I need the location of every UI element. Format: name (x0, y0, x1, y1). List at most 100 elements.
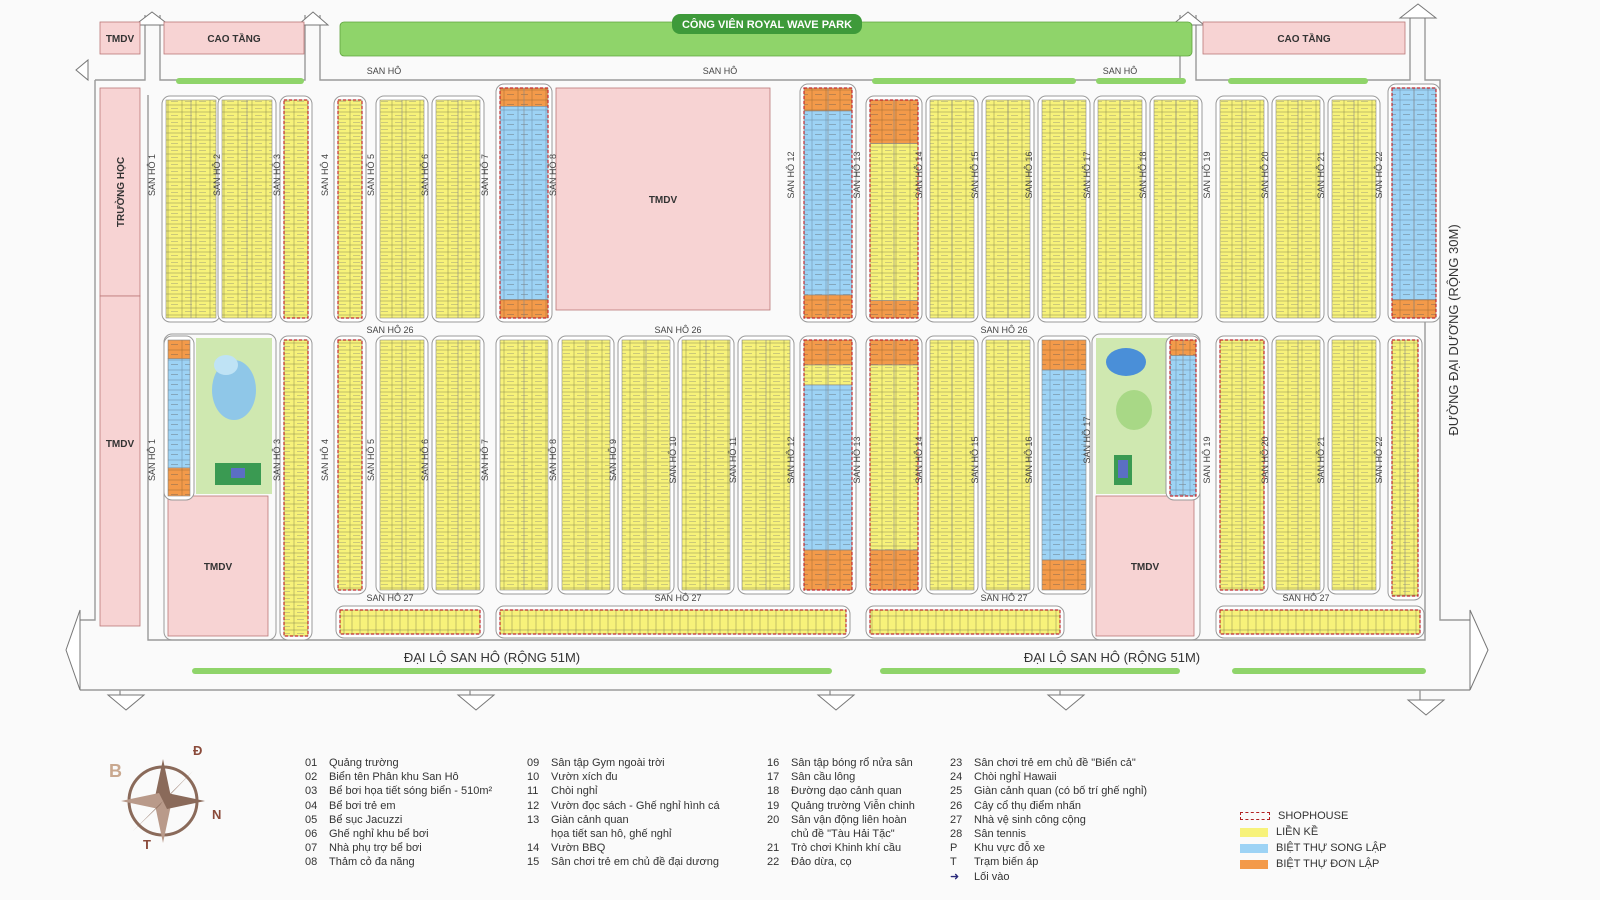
block-lower-12 (799, 335, 857, 595)
legend-text: Quảng trường (329, 757, 399, 769)
legend-item: 09 Sân tập Gym ngoài trời (527, 756, 720, 770)
tmdv-center-label: TMDV (649, 195, 678, 206)
legend-number: 26 (950, 799, 963, 812)
tmdv-left-block (99, 295, 141, 627)
block-upper-13 (865, 95, 923, 323)
legend-number: 10 (527, 771, 540, 784)
legend-number: 09 (527, 757, 540, 769)
cao-tang-left-block (163, 21, 305, 55)
block-upper-6 (431, 95, 485, 323)
column-label-10-lower: SAN HÔ 10 (668, 436, 678, 483)
legend-text: Sân chơi trẻ em chủ đề "Biển cả" (974, 757, 1136, 769)
legend-text: Bể bơi trẻ em (329, 799, 396, 812)
legend-number: 27 (950, 813, 963, 826)
column-label-3-upper: SAN HÔ 3 (272, 154, 282, 196)
block-upper-22 (1387, 83, 1441, 323)
legend-text: Chòi nghỉ Hawaii (974, 771, 1057, 784)
legend-number: 06 (305, 828, 318, 841)
block-lower-21 (1327, 335, 1381, 595)
legend-item: 04 Bể bơi trẻ em (305, 799, 492, 813)
legend-text: Sân cầu lông (791, 771, 856, 784)
legend-number: 17 (767, 771, 780, 784)
legend-text: Sân tập Gym ngoài trời (551, 757, 665, 769)
column-label-7-lower: SAN HÔ 7 (480, 439, 490, 481)
entry-arrows (65, 3, 1489, 716)
column-label-11-lower: SAN HÔ 11 (728, 437, 738, 483)
legend-number (767, 827, 787, 841)
legend-number: 02 (305, 771, 318, 784)
block-lower-5 (375, 335, 429, 595)
landscape-park-1 (196, 338, 272, 494)
block-lower-13 (865, 335, 923, 595)
street-bottom-3: SAN HÔ 27 (980, 593, 1027, 603)
strip-bottom-1 (335, 605, 485, 639)
key-item: BIỆT THỰ ĐƠN LẬP (1240, 856, 1386, 872)
column-label-14-upper: SAN HÔ 14 (914, 151, 924, 198)
green-strips (176, 78, 1426, 674)
compass-north-label: Đ (193, 743, 202, 758)
legend-item: 24 Chòi nghỉ Hawaii (950, 770, 1147, 784)
block-lower-11 (737, 335, 795, 595)
key-swatch (1240, 843, 1268, 853)
legend-number: 24 (950, 771, 963, 784)
legend-text: Vườn BBQ (551, 842, 606, 855)
tmdv-top-left-label: TMDV (106, 34, 135, 45)
block-upper-16 (1037, 95, 1091, 323)
column-label-15-upper: SAN HÔ 15 (970, 151, 980, 198)
key-item: LIỀN KỀ (1240, 824, 1386, 840)
legend-text: Bể bơi họa tiết sóng biển - 510m² (329, 785, 493, 798)
strip-bottom-3 (865, 605, 1065, 639)
tmdv-center-block (555, 87, 771, 311)
strip-bottom-4 (1215, 605, 1425, 639)
cao-tang-right-label: CAO TẦNG (1277, 32, 1331, 45)
street-mid-2: SAN HÔ 26 (654, 325, 701, 335)
legend-item: chủ đề "Tàu Hải Tặc" (767, 827, 915, 841)
key-swatch (1240, 812, 1270, 820)
block-upper-14 (925, 95, 979, 323)
block-lower-17 (1165, 335, 1201, 501)
legend-text: Ghế nghỉ khu bể bơi (329, 828, 429, 841)
street-top-mid: SAN HÔ (703, 66, 738, 76)
legend-text: Sân tập bóng rổ nửa sân (791, 757, 913, 769)
legend-number: 04 (305, 799, 318, 812)
legend-text: Giàn cảnh quan (551, 813, 629, 826)
legend-item: 17 Sân cầu lông (767, 770, 915, 784)
legend-text: chủ đề "Tàu Hải Tặc" (791, 828, 895, 841)
block-lower-9 (617, 335, 675, 595)
legend-number: 01 (305, 757, 318, 769)
legend-text: Trạm biến áp (974, 856, 1039, 869)
block-upper-15 (981, 95, 1035, 323)
legend-number: 19 (767, 799, 780, 812)
lot-blocks (161, 83, 1441, 641)
street-top-left: SAN HÔ (367, 66, 402, 76)
block-lower-19 (1215, 335, 1269, 595)
legend-text: Lối vào (974, 870, 1010, 883)
compass-west-label: B (109, 761, 122, 781)
legend-number: P (950, 842, 958, 855)
legend-number: 16 (767, 757, 780, 769)
legend-number: 28 (950, 828, 963, 841)
column-label-4-upper: SAN HÔ 4 (320, 154, 330, 196)
legend-text: Trò chơi Khinh khí cầu (791, 842, 902, 855)
truong-hoc-label: TRƯỜNG HỌC (114, 157, 127, 227)
column-label-17-upper: SAN HÔ 17 (1082, 151, 1092, 198)
legend-number: 18 (767, 785, 780, 798)
column-label-19-upper: SAN HÔ 19 (1202, 151, 1212, 198)
column-label-3-lower: SAN HÔ 3 (272, 439, 282, 481)
legend-number: 12 (527, 799, 540, 812)
park-label: CÔNG VIÊN ROYAL WAVE PARK (682, 18, 852, 31)
commercial-blocks (99, 21, 1406, 637)
tmdv-park1-block (167, 495, 269, 637)
